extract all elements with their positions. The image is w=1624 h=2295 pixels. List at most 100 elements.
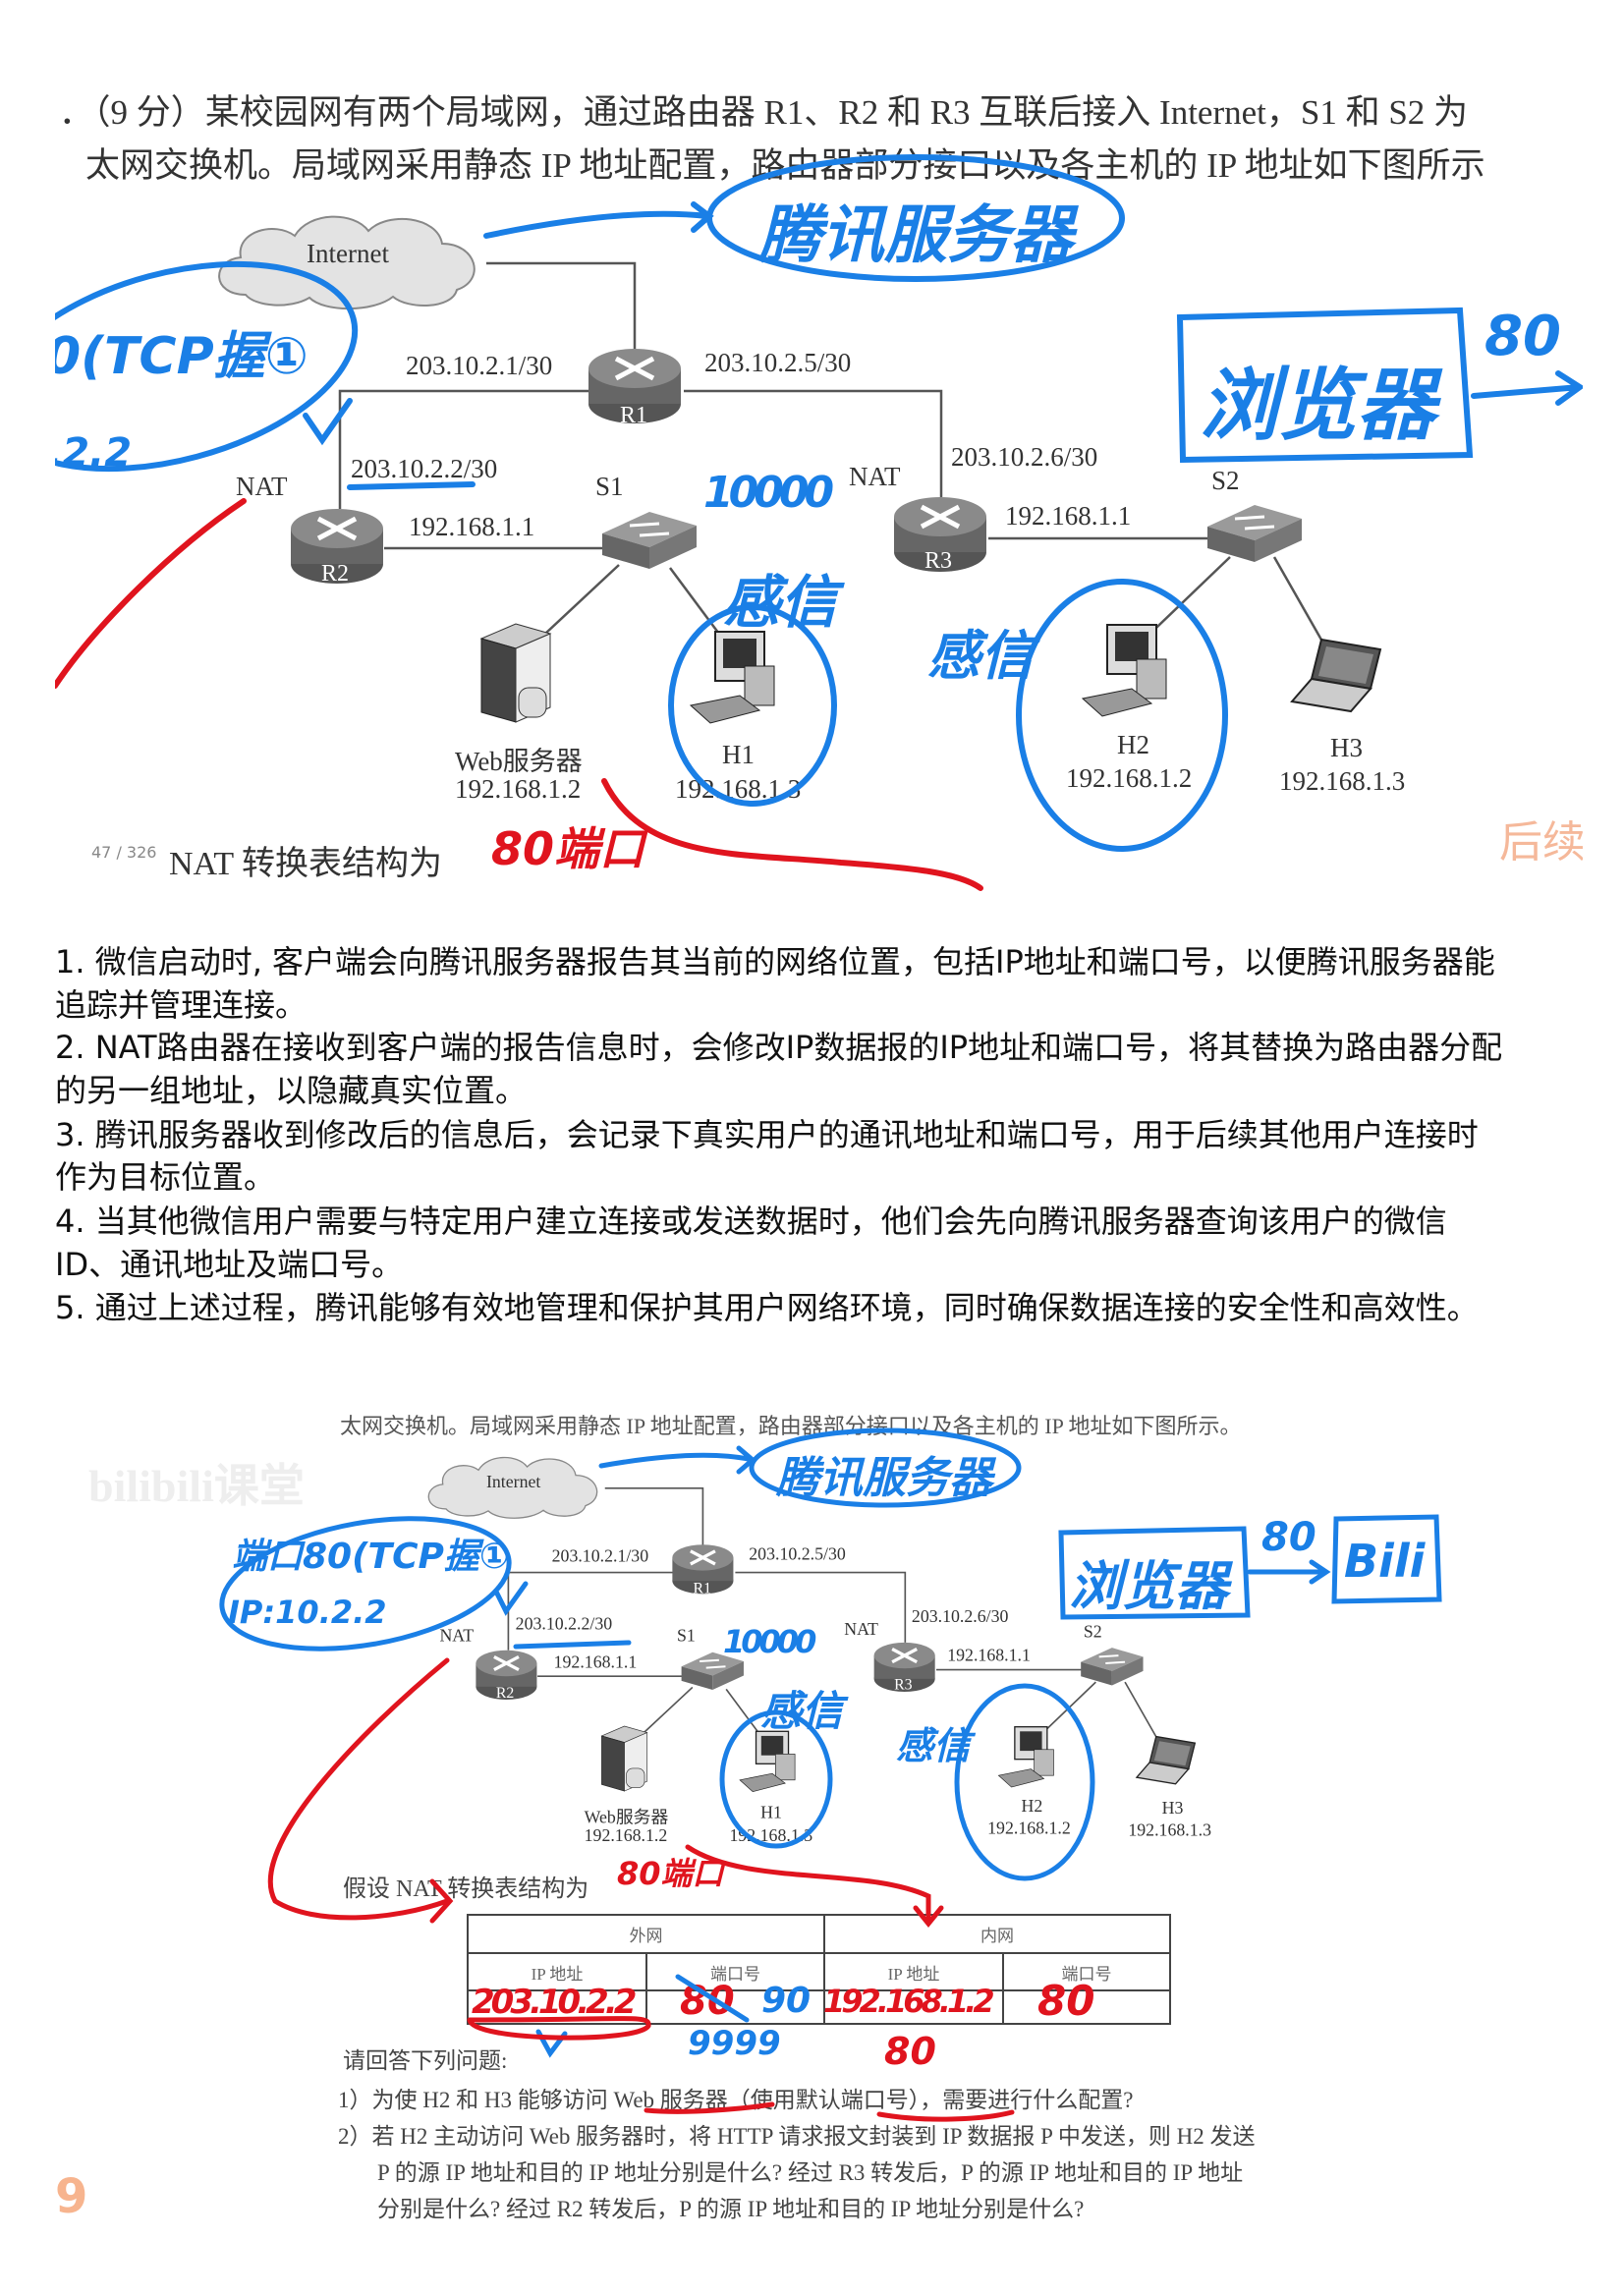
explanation-line: 5. 通过上述过程，腾讯能够有效地管理和保护其用户网络环境，同时确保数据连接的安… — [55, 1289, 1479, 1326]
laptop-h3-icon[interactable] — [1287, 635, 1385, 718]
r2-lan-ip: 192.168.1.1 — [409, 512, 535, 541]
web-server-icon[interactable] — [472, 619, 560, 732]
tcp-handshake-note: 0(TCP握① — [55, 327, 308, 386]
pc-h1-icon[interactable] — [737, 1728, 799, 1796]
page-indicator: 47 / 326 — [91, 843, 157, 862]
port-80-red-note: 80端口 — [491, 822, 645, 875]
ip-fragment-note: .2.2 — [55, 430, 133, 476]
r1-r3-link-ip: 203.10.2.5/30 — [704, 348, 852, 377]
continue-label[interactable]: 后续 — [1499, 817, 1583, 868]
router-r3-label: R3 — [924, 548, 953, 574]
explanation-line: 的另一组地址，以隐藏真实位置。 — [55, 1072, 528, 1109]
h1-label: H1 — [760, 1802, 782, 1822]
h2-ip: 192.168.1.2 — [1066, 763, 1193, 793]
r1-r2-link-ip: 203.10.2.1/30 — [406, 351, 553, 380]
browser-note: 浏览器 — [1069, 1555, 1228, 1617]
router-r3-icon[interactable] — [872, 1642, 936, 1694]
web-server-ip: 192.168.1.2 — [584, 1825, 668, 1845]
question-1: 1）为使 H2 和 H3 能够访问 Web 服务器（使用默认端口号），需要进行什… — [338, 2088, 1134, 2112]
wan-group-header: 外网 — [467, 1914, 825, 1954]
router-r2-label: R2 — [321, 561, 350, 587]
h2-ip: 192.168.1.2 — [987, 1818, 1071, 1838]
r2-wan-ip: 203.10.2.2/30 — [515, 1613, 613, 1634]
web-server-ip: 192.168.1.2 — [455, 774, 582, 804]
handwriting-strokes — [55, 154, 1583, 891]
switch-s2-icon[interactable] — [1080, 1643, 1145, 1688]
explanation-line: 3. 腾讯服务器收到修改后的信息后，会记录下真实用户的通讯地址和端口号，用于后续… — [55, 1116, 1479, 1153]
wan-port-old-value: 80 — [680, 1979, 735, 2024]
r3-nat-label: NAT — [849, 462, 901, 491]
lan-port-value: 80 — [1037, 1977, 1095, 2025]
web-server-label: Web服务器 — [584, 1807, 669, 1827]
r2-nat-label: NAT — [439, 1625, 475, 1646]
router-r2-icon[interactable] — [475, 1649, 538, 1701]
ip-note: IP:10.2.2 — [228, 1594, 387, 1631]
pc-h2-icon[interactable] — [995, 1723, 1057, 1791]
tencent-server-note: 腾讯服务器 — [758, 199, 1073, 272]
switch-s1-icon[interactable] — [600, 504, 699, 573]
router-r3-icon[interactable] — [892, 495, 988, 574]
web-server-icon[interactable] — [595, 1723, 653, 1798]
h3-ip: 192.168.1.3 — [1279, 766, 1406, 796]
tencent-server-note: 腾讯服务器 — [776, 1453, 992, 1503]
column-header: 端口号 — [1002, 1952, 1171, 1991]
router-r1-label: R1 — [620, 403, 648, 428]
port-9999-note: 9999 — [688, 2024, 781, 2063]
explanation-line: ID、通讯地址及端口号。 — [55, 1246, 404, 1283]
port-80-note: 80 — [1484, 305, 1561, 368]
laptop-h3-icon[interactable] — [1134, 1733, 1199, 1788]
wan-ip-value: 203.10.2.2 — [472, 1983, 637, 2022]
router-r2-icon[interactable] — [289, 507, 385, 586]
r1-r3-link-ip: 203.10.2.5/30 — [749, 1543, 846, 1564]
router-r1-icon[interactable] — [587, 347, 683, 425]
column-header: IP 地址 — [467, 1952, 647, 1991]
wechat-note-1: 感信 — [760, 1687, 844, 1735]
r3-lan-ip: 192.168.1.1 — [947, 1645, 1031, 1665]
bili-note: Bili — [1344, 1535, 1426, 1588]
question-2-line1: 2）若 H2 主动访问 Web 服务器时，将 HTTP 请求报文封装到 IP 数… — [338, 2124, 1256, 2149]
r2-nat-label: NAT — [236, 472, 288, 501]
r3-nat-label: NAT — [844, 1619, 878, 1639]
web-server-label: Web服务器 — [455, 747, 583, 776]
switch-s2-icon[interactable] — [1205, 497, 1304, 566]
question-2-line2: P 的源 IP 地址和目的 IP 地址分别是什么? 经过 R3 转发后，P 的源… — [377, 2160, 1244, 2185]
explanation-line: 追踪并管理连接。 — [55, 986, 308, 1024]
port-80-red-note: 80端口 — [617, 1855, 724, 1892]
pc-h2-icon[interactable] — [1078, 620, 1171, 723]
h1-label: H1 — [722, 740, 755, 769]
r3-wan-ip: 203.10.2.6/30 — [911, 1605, 1009, 1626]
h3-label: H3 — [1161, 1798, 1184, 1819]
wechat-note-2: 感信 — [927, 625, 1034, 687]
port-80-note: 80 — [1261, 1515, 1316, 1560]
switch-s1-icon[interactable] — [680, 1648, 745, 1693]
explanation-line: 1. 微信启动时, 客户端会向腾讯服务器报告其当前的网络位置，包括IP地址和端口… — [55, 943, 1495, 980]
question-header-line1: ．（9 分）某校园网有两个局域网，通过路由器 R1、R2 和 R3 互联后接入 … — [59, 93, 1469, 132]
explanation-line: 2. NAT路由器在接收到客户端的报告信息时，会修改IP数据报的IP地址和端口号… — [55, 1029, 1503, 1066]
router-r2-label: R2 — [495, 1684, 515, 1702]
wechat-note-2: 感信 — [896, 1724, 972, 1767]
question-2-line3: 分别是什么? 经过 R2 转发后，P 的源 IP 地址和目的 IP 地址分别是什… — [377, 2197, 1085, 2221]
router-r3-label: R3 — [894, 1676, 913, 1694]
r2-wan-ip: 203.10.2.2/30 — [351, 454, 498, 483]
lan-group-header: 内网 — [823, 1914, 1171, 1954]
h3-label: H3 — [1330, 733, 1363, 762]
page-number: 9 — [55, 2169, 88, 2224]
explanation-line: 4. 当其他微信用户需要与特定用户建立连接或发送数据时，他们会先向腾讯服务器查询… — [55, 1203, 1447, 1240]
network-diagram: Internet R1 R2 R3 203.10.2.1/30 203.10.2… — [55, 37, 1583, 898]
switch-s1-label: S1 — [677, 1625, 696, 1646]
router-r1-icon[interactable] — [671, 1543, 735, 1595]
explanation-line: 作为目标位置。 — [55, 1158, 276, 1196]
internet-cloud-icon — [218, 215, 476, 310]
column-header: IP 地址 — [823, 1952, 1004, 1991]
default-port-80-note: 80 — [884, 2030, 936, 2073]
switch-s1-label: S1 — [595, 472, 624, 501]
port-10000-note: 10000 — [703, 468, 834, 518]
h1-ip: 192.168.1.3 — [729, 1825, 813, 1845]
watermark: bilibili课堂 — [88, 1461, 305, 1511]
internet-label: Internet — [485, 1472, 541, 1492]
h2-label: H2 — [1021, 1796, 1043, 1817]
internet-label: Internet — [307, 239, 389, 268]
h2-label: H2 — [1117, 730, 1149, 759]
switch-s2-label: S2 — [1211, 466, 1240, 495]
pc-h1-icon[interactable] — [686, 627, 779, 730]
